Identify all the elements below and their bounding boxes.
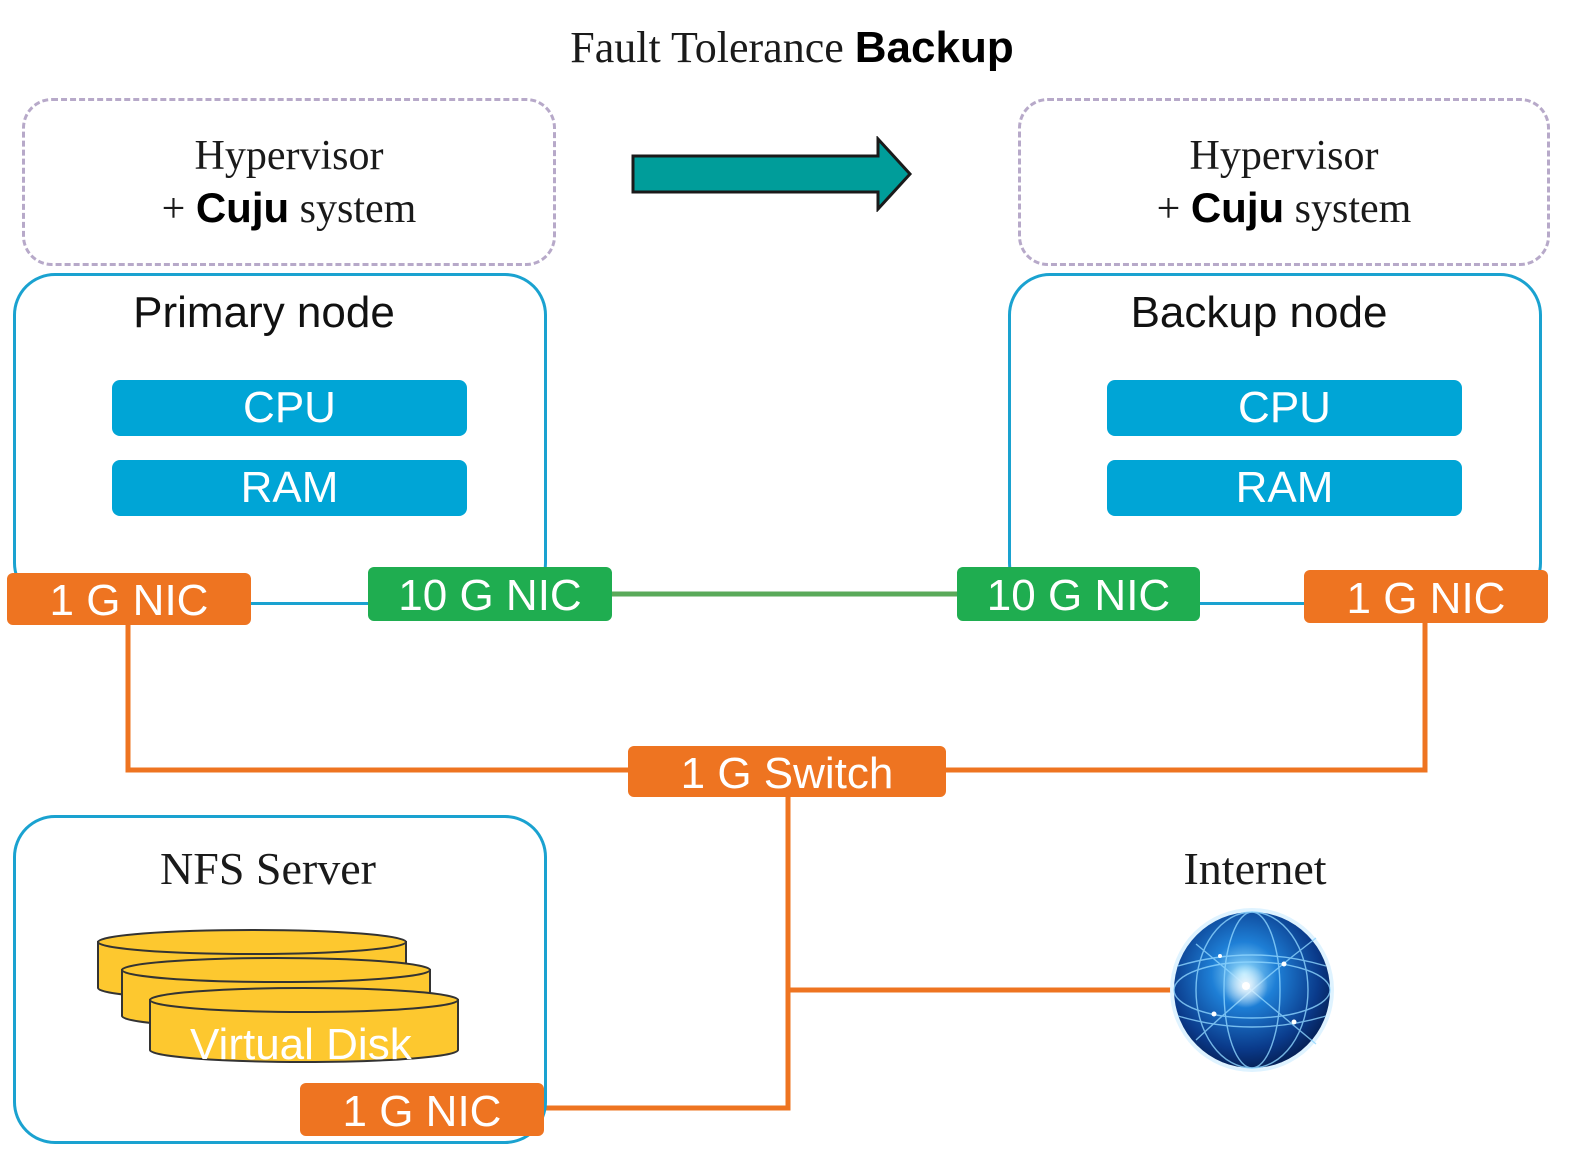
backup-cpu-bar: CPU (1107, 380, 1462, 436)
backup-10g-nic: 10 G NIC (957, 567, 1200, 621)
title-bold-text: Backup (854, 23, 1014, 72)
backup-hypervisor-plus: + (1156, 186, 1181, 232)
backup-node-title: Backup node (1130, 288, 1388, 337)
backup-to-switch-line (944, 622, 1428, 773)
globe-icon (1170, 908, 1334, 1072)
backup-hypervisor-label: Hypervisor + Cuju system (1018, 130, 1550, 235)
primary-hypervisor-label: Hypervisor + Cuju system (22, 130, 556, 235)
virtual-disk-label: Virtual Disk (190, 1020, 412, 1069)
right-arrow-icon (631, 136, 913, 212)
primary-node-box (13, 273, 547, 605)
switch-box: 1 G Switch (628, 746, 946, 798)
nfs-server-title: NFS Server (160, 843, 376, 894)
primary-10g-nic: 10 G NIC (368, 567, 612, 621)
backup-system-label: system (1294, 186, 1412, 232)
diagram-title: Fault Tolerance Backup (0, 22, 1584, 73)
backup-hypervisor-box (1018, 98, 1550, 266)
primary-hypervisor-plus: + (161, 186, 186, 232)
backup-ram-bar: RAM (1107, 460, 1462, 516)
backup-cuju-label: Cuju (1190, 184, 1285, 231)
primary-cpu-bar: CPU (112, 380, 467, 436)
primary-node-title: Primary node (133, 288, 395, 337)
primary-ram-bar: RAM (112, 460, 467, 516)
primary-system-label: system (299, 186, 417, 232)
disk-stack-icon (97, 929, 459, 1063)
primary-to-switch-line (125, 625, 630, 773)
internet-label: Internet (1183, 843, 1327, 894)
backup-node-box (1008, 273, 1542, 605)
primary-1g-nic: 1 G NIC (7, 573, 251, 625)
backup-hypervisor-line1: Hypervisor (1189, 133, 1379, 179)
title-regular-text: Fault Tolerance (570, 23, 844, 72)
backup-1g-nic: 1 G NIC (1304, 570, 1548, 623)
nfs-1g-nic: 1 G NIC (300, 1083, 544, 1136)
switch-to-nfs-line (544, 796, 791, 1111)
primary-hypervisor-box (22, 98, 556, 266)
primary-hypervisor-line1: Hypervisor (194, 133, 384, 179)
primary-cuju-label: Cuju (195, 184, 290, 231)
